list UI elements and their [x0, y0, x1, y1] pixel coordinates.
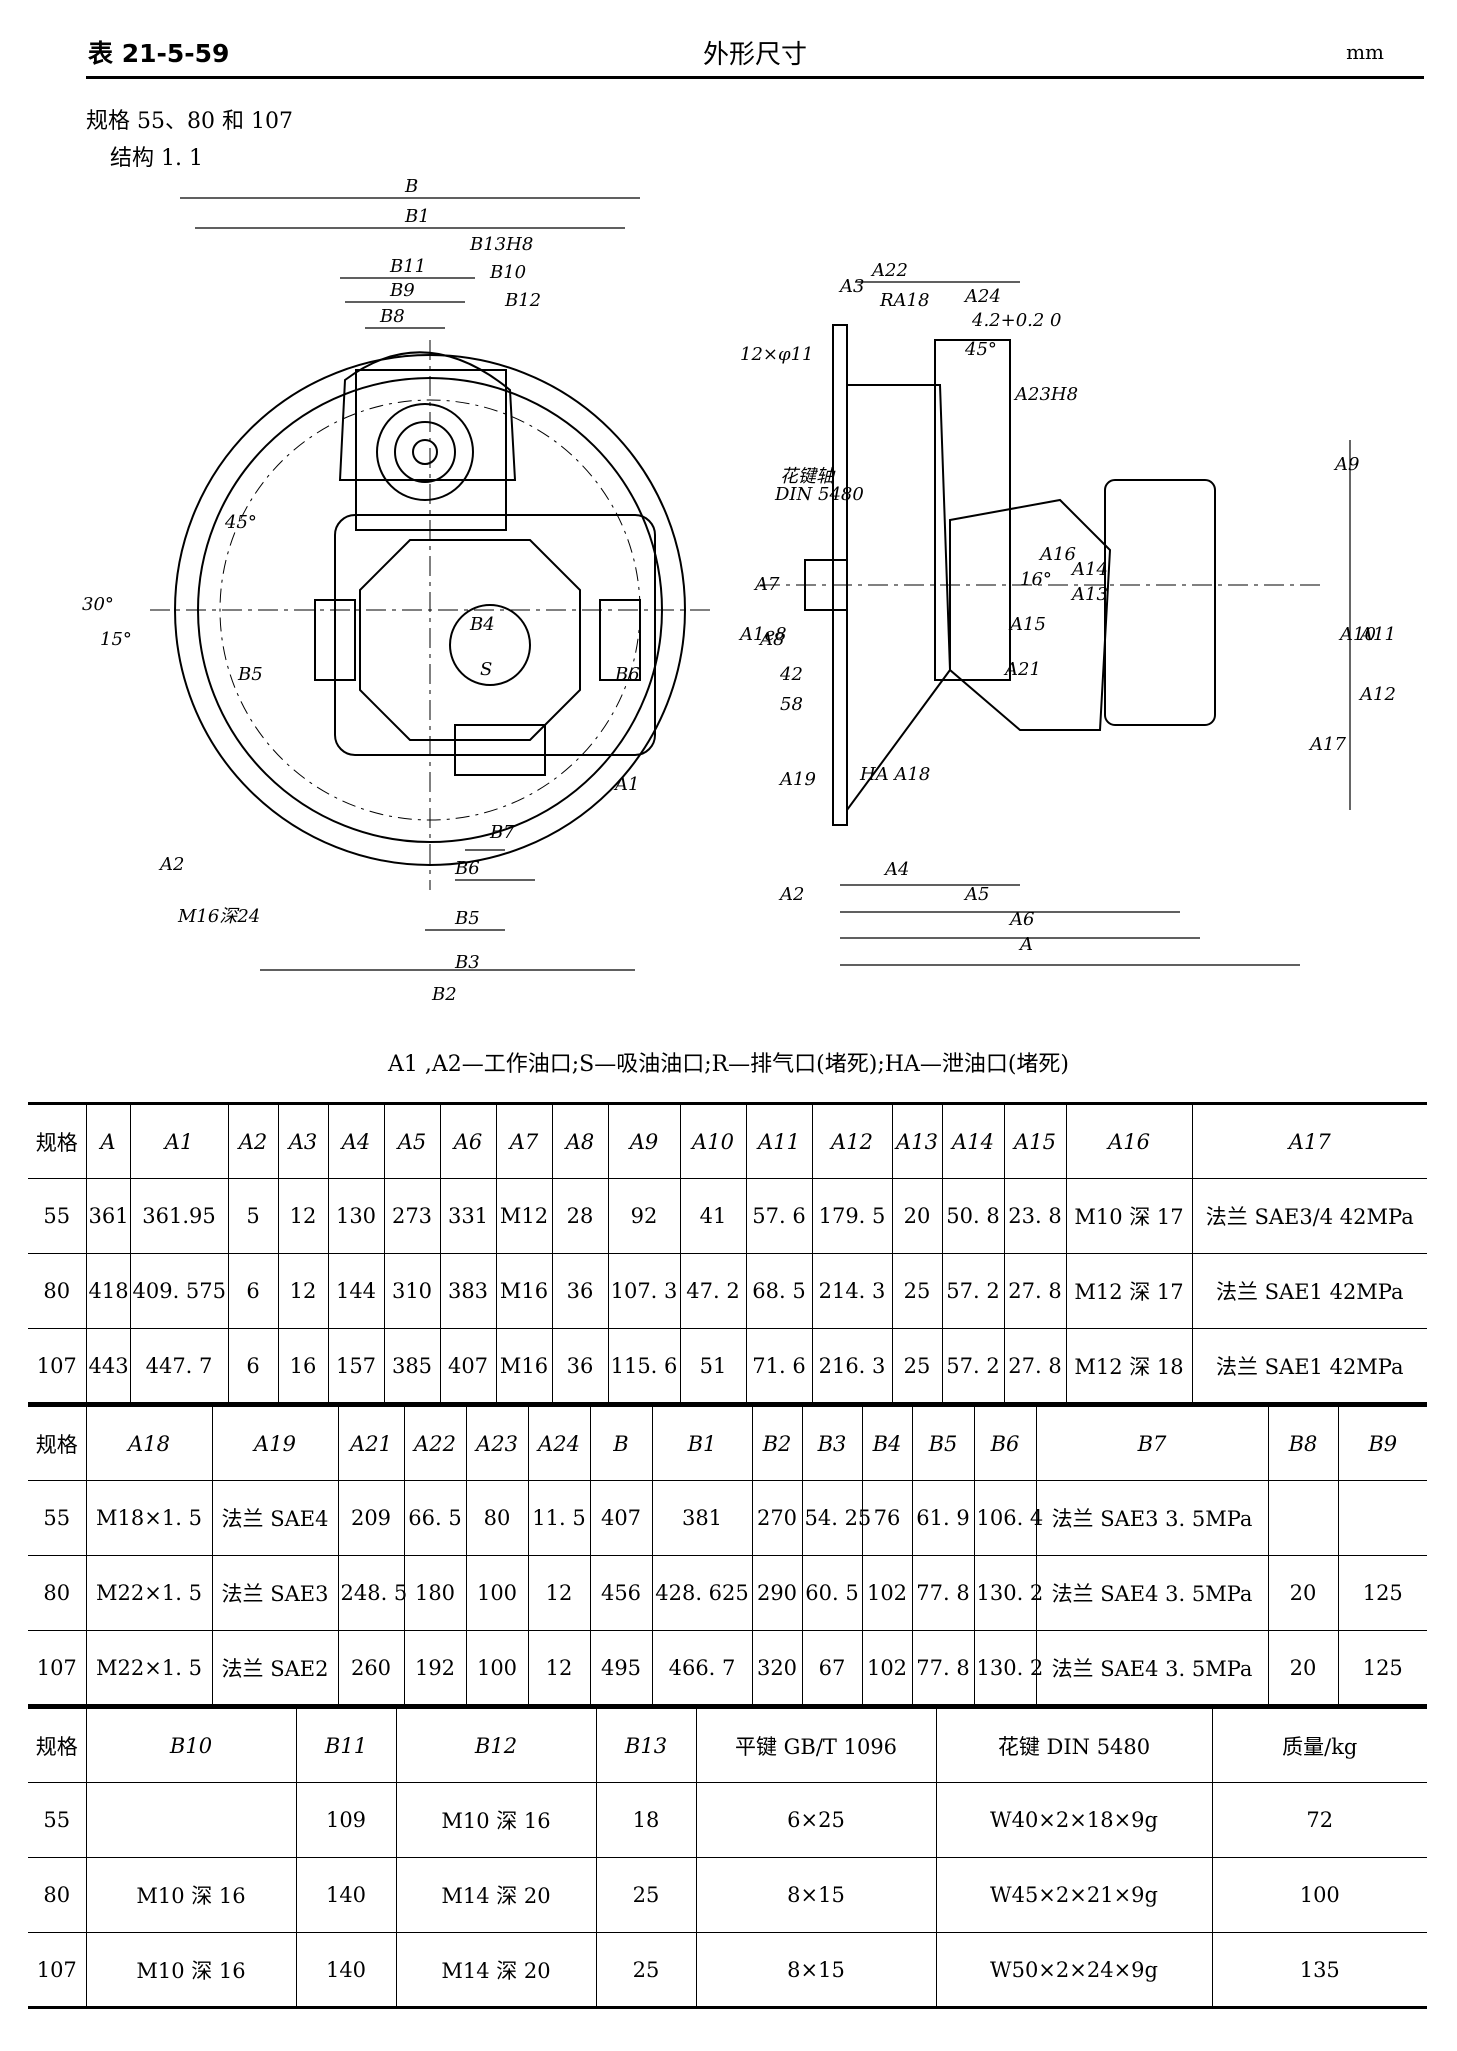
spec-table-2: 规格 A18 A19 A21 A22 A23 A24 B B1 B2 B3 B4… — [28, 1404, 1427, 1707]
dimension-label: S — [480, 659, 492, 680]
dimension-label: A2 — [158, 854, 184, 875]
table-header-row: 规格 B10 B11 B12 B13 平键 GB/T 1096 花键 DIN 5… — [28, 1706, 1427, 1783]
dimension-label: 花键轴 — [780, 466, 836, 487]
dimension-label: A22 — [870, 260, 908, 281]
dimension-label: A19 — [778, 769, 816, 790]
dimension-label: 42 — [779, 664, 803, 685]
dimension-label: A7 — [753, 574, 780, 595]
dimension-label: A1 — [613, 774, 639, 795]
dimension-label: A4 — [883, 859, 909, 880]
dimension-label: A21 — [1003, 659, 1041, 680]
unit-label: mm — [1346, 40, 1384, 64]
dimension-label: A23H8 — [1013, 384, 1078, 405]
dimension-label: B5 — [454, 908, 480, 929]
dimension-label: M16深24 — [177, 906, 260, 927]
dimension-label: A2 — [778, 884, 804, 905]
dimension-label: 16° — [1020, 569, 1052, 590]
dimension-label: B10 — [489, 262, 526, 283]
dimension-label: B9 — [389, 280, 415, 301]
dimension-label: A16 — [1038, 544, 1076, 565]
dimension-label: B6 — [454, 858, 480, 879]
dimension-label: A17 — [1308, 734, 1346, 755]
table-number: 表 21-5-59 — [88, 39, 230, 68]
dimension-label: B2 — [431, 984, 457, 1005]
dimension-label: 58 — [780, 694, 803, 715]
spec-table-3: 规格 B10 B11 B12 B13 平键 GB/T 1096 花键 DIN 5… — [28, 1706, 1427, 2009]
dimension-label: B1 — [404, 206, 430, 227]
dimension-label: A6 — [1008, 909, 1034, 930]
dimension-label: A8 — [758, 629, 784, 650]
dimension-label: A11 — [1358, 624, 1396, 645]
dimension-label: 30° — [82, 594, 114, 615]
page-title: 外形尺寸 — [702, 40, 807, 70]
dimension-label: B4 — [469, 614, 495, 635]
front-view — [150, 340, 710, 890]
dimension-label: 12×φ11 — [740, 344, 814, 365]
dimension-label: 4.2+0.2 0 — [971, 310, 1062, 331]
dimension-label: A — [1018, 934, 1033, 955]
dimension-label: RA18 — [879, 290, 929, 311]
dimension-label: B13H8 — [469, 234, 533, 255]
dimension-label: 15° — [100, 629, 132, 650]
dimension-label: B8 — [379, 306, 405, 327]
dimension-label: HA A18 — [859, 764, 930, 785]
spec-range: 规格 55、80 和 107 — [86, 109, 293, 134]
table-header-row: 规格 A18 A19 A21 A22 A23 A24 B B1 B2 B3 B4… — [28, 1404, 1427, 1481]
dimension-label: A14 — [1070, 559, 1108, 580]
dimension-label: 45° — [964, 339, 997, 360]
dimension-label: A15 — [1008, 614, 1046, 635]
dimension-label: A9 — [1333, 454, 1359, 475]
dimension-label: A13 — [1070, 584, 1108, 605]
dimension-label: B6 — [614, 664, 640, 685]
dimension-label: A3 — [838, 276, 864, 297]
dimension-label: B11 — [389, 256, 426, 277]
dimension-label: 45° — [224, 512, 257, 533]
page-header: 表 21-5-59 外形尺寸 mm — [86, 28, 1424, 79]
spec-table-1: 规格 A A1 A2 A3 A4 A5 A6 A7 A8 A9 A10 A11 … — [28, 1102, 1427, 1405]
dimension-label: B12 — [504, 290, 541, 311]
dimension-label: B — [404, 176, 418, 197]
dimension-label: A1e8 — [738, 624, 787, 645]
dimension-label: A10 — [1338, 624, 1376, 645]
dimension-label: A12 — [1358, 684, 1396, 705]
dimension-label: A5 — [963, 884, 989, 905]
structure-label: 结构 1. 1 — [110, 146, 203, 171]
port-legend: A1 ,A2—工作油口;S—吸油油口;R—排气口(堵死);HA—泄油口(堵死) — [387, 1052, 1070, 1077]
dimension-label: B5 — [237, 664, 263, 685]
table-header-row: 规格 A A1 A2 A3 A4 A5 A6 A7 A8 A9 A10 A11 … — [28, 1102, 1427, 1179]
dimension-label: B7 — [489, 822, 515, 843]
dimension-label: A24 — [963, 286, 1001, 307]
dimension-label: DIN 5480 — [774, 484, 864, 505]
dimension-label: B3 — [454, 952, 480, 973]
side-view — [760, 324, 1320, 826]
